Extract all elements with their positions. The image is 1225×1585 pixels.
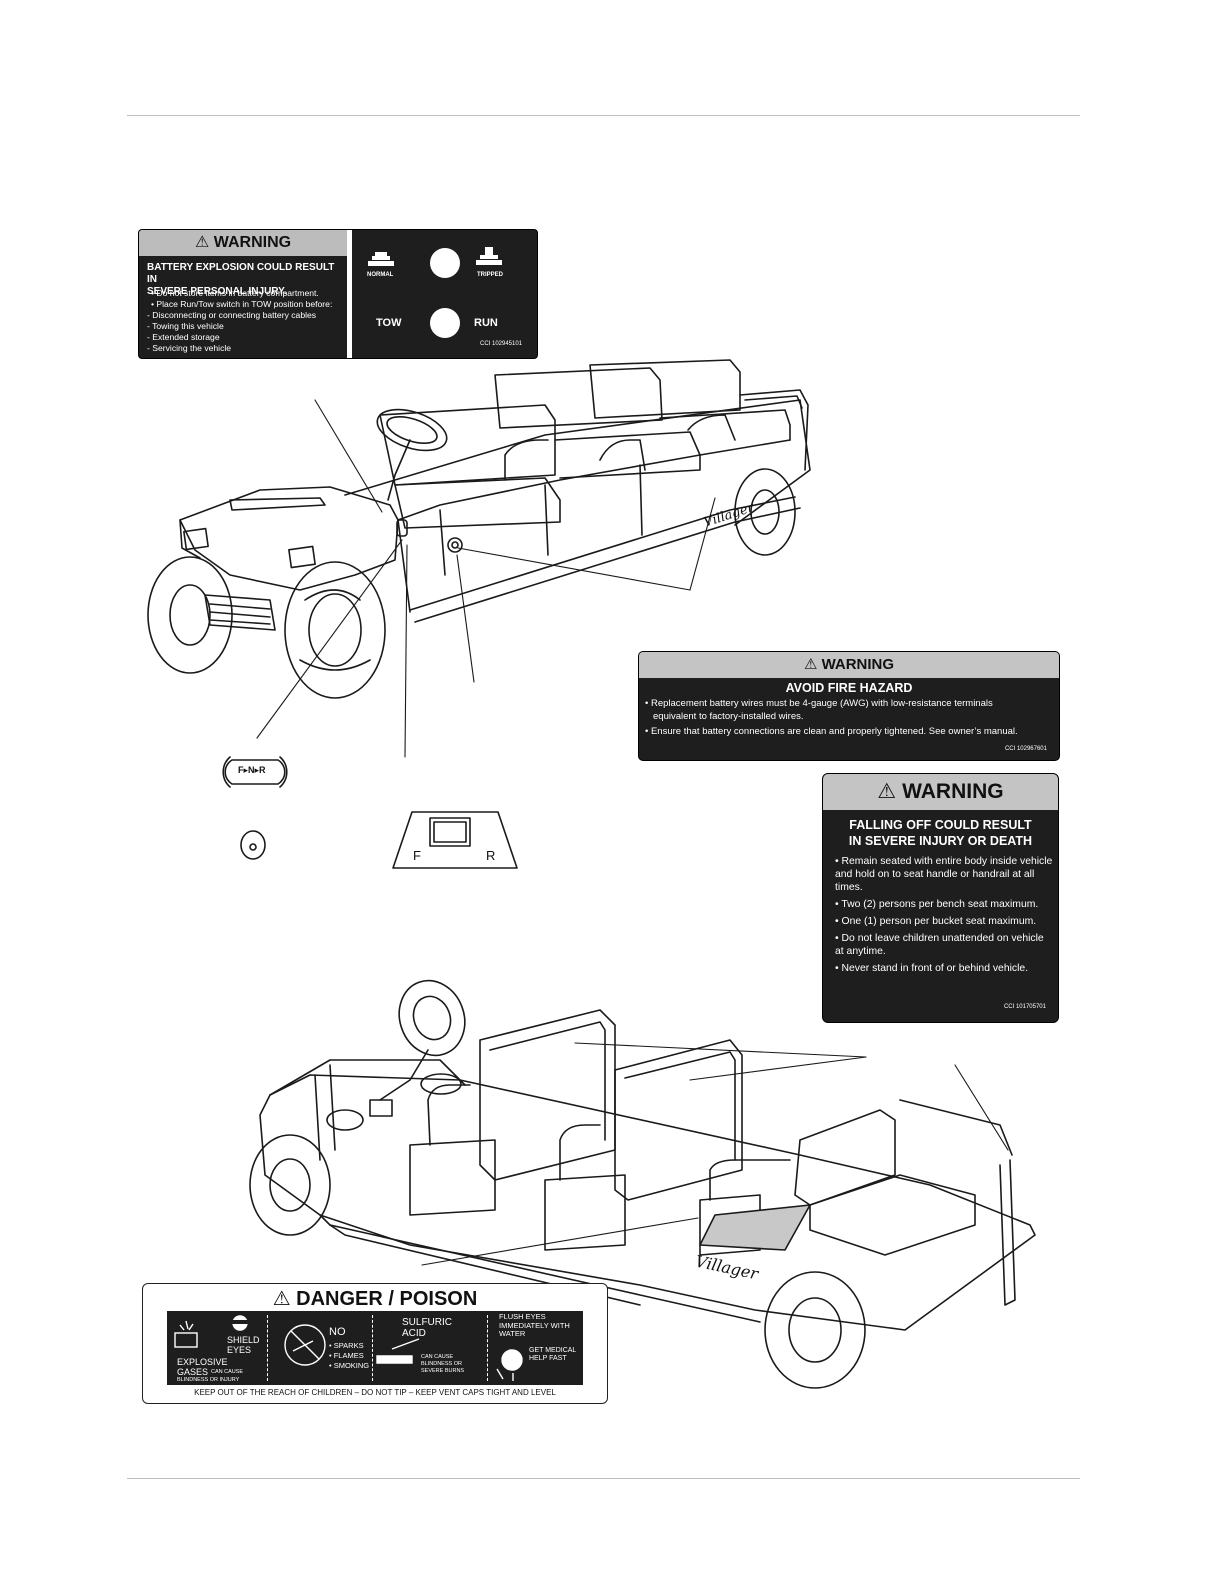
top-cart-illustration (147, 359, 811, 699)
tripped-breaker-icon (476, 247, 502, 265)
fire-bullet-continued: equivalent to factory-installed wires. (653, 711, 804, 722)
label-divider (347, 230, 352, 358)
battery-warning-label: ⚠ WARNING BATTERY EXPLOSION COULD RESULT… (138, 229, 538, 359)
battery-bullet: • Place Run/Tow switch in TOW position b… (151, 299, 333, 309)
fall-item: • Do not leave children unattended on ve… (835, 933, 1044, 957)
battery-sub-bullet: - Disconnecting or connecting battery ca… (147, 310, 317, 320)
shield-eyes-text: SHIELD EYES (227, 1335, 260, 1355)
battery-bullet: • Do not store items in battery compartm… (151, 288, 319, 298)
fire-bullet: • Ensure that battery connections are cl… (645, 726, 1018, 737)
reverse-label: R (486, 848, 496, 863)
danger-footer: KEEP OUT OF THE REACH OF CHILDREN – DO N… (194, 1388, 556, 1397)
normal-label: NORMAL (367, 272, 394, 278)
fire-warning-subtitle: AVOID FIRE HAZARD (785, 681, 913, 695)
danger-title: ⚠ DANGER / POISON (143, 1286, 607, 1311)
forward-reverse-panel-icon (392, 811, 518, 869)
battery-warning-text-panel: ⚠ WARNING BATTERY EXPLOSION COULD RESULT… (139, 230, 347, 358)
fall-subtitle-line-1: FALLING OFF COULD RESULT (849, 818, 1032, 832)
key-switch-icon (240, 830, 266, 860)
battery-headline-line-1: BATTERY EXPLOSION COULD RESULT IN (147, 262, 335, 285)
fall-item: • Two (2) persons per bench seat maximum… (835, 899, 1039, 910)
sulfuric-text: SULFURIC (402, 1317, 453, 1328)
battery-label-code: CCI 102945101 (480, 341, 523, 347)
fall-subtitle-line-2: IN SEVERE INJURY OR DEATH (848, 834, 1033, 848)
fnr-selector-text: F▸N▸R (238, 765, 266, 775)
no-sparks-text: • SPARKS (329, 1341, 364, 1350)
eye-wash-icon (496, 1349, 523, 1381)
warning-triangle-icon: ⚠ (803, 656, 818, 673)
tow-label: TOW (376, 317, 402, 329)
fire-bullet: • Replacement battery wires must be 4-ga… (645, 698, 993, 709)
battery-warning-header: ⚠ WARNING (139, 230, 347, 256)
top-rule (127, 115, 1080, 116)
fall-warning-subtitle: FALLING OFF COULD RESULT IN SEVERE INJUR… (823, 817, 1058, 849)
run-tow-switch-circle (430, 308, 460, 338)
get-medical-help-text: GET MEDICAL HELP FAST (529, 1347, 577, 1362)
danger-pictograms (174, 1315, 523, 1381)
fall-item: • Remain seated with entire body inside … (835, 856, 1053, 893)
fall-warning-items: • Remain seated with entire body inside … (835, 855, 1055, 979)
battery-sub-bullet: - Towing this vehicle (147, 321, 224, 331)
top-cart-leader-lines (256, 399, 716, 758)
normal-breaker-icon (368, 252, 394, 266)
fire-hazard-warning-label: ⚠ WARNING AVOID FIRE HAZARD • Replacemen… (638, 651, 1060, 761)
forward-label: F (413, 848, 421, 863)
no-smoking-text: • SMOKING (329, 1361, 370, 1370)
run-label: RUN (474, 317, 498, 329)
fire-warning-header-text: WARNING (821, 656, 895, 673)
explosive-text: EXPLOSIVE (177, 1357, 228, 1367)
goggles-face-icon (232, 1315, 248, 1331)
fire-label-code: CCI 102967601 (1004, 746, 1047, 752)
fall-label-code: CCI 101705701 (1003, 1004, 1046, 1010)
fire-warning-header: ⚠ WARNING (639, 652, 1059, 678)
battery-switch-panel: NORMAL TRIPPED TOW RUN CCI 102945101 (352, 230, 537, 358)
warning-triangle-icon: ⚠ (194, 234, 210, 251)
blindness-injury-text: BLINDNESS OR INJURY (177, 1377, 240, 1383)
panel-divider (372, 1315, 373, 1381)
tripped-label: TRIPPED (477, 272, 504, 278)
fnr-selector-icon (222, 756, 288, 788)
fall-warning-header: ⚠ WARNING (823, 774, 1058, 810)
warning-triangle-icon: ⚠ (877, 780, 897, 803)
fall-item: • Never stand in front of or behind vehi… (835, 963, 1029, 974)
battery-sub-bullet: - Servicing the vehicle (147, 343, 232, 353)
no-text: NO (329, 1326, 346, 1338)
battery-warning-headline: BATTERY EXPLOSION COULD RESULT IN SEVERE… (147, 262, 342, 298)
battery-explosion-icon (174, 1320, 198, 1348)
bottom-cart-illustration (249, 979, 1036, 1389)
danger-pictogram-panel: SHIELD EYES EXPLOSIVE GASES CAN CAUSE BL… (167, 1311, 583, 1385)
panel-divider (487, 1315, 488, 1381)
can-cause-text: CAN CAUSE (211, 1369, 244, 1375)
panel-divider (267, 1315, 268, 1381)
danger-poison-label: ⚠ DANGER / POISON SHIELD EYES EXPLOSIVE … (142, 1283, 608, 1404)
acid-text: ACID (402, 1328, 426, 1339)
breaker-button-circle (430, 248, 460, 278)
gases-text: GASES (177, 1367, 209, 1377)
warning-triangle-icon: ⚠ (272, 1288, 291, 1310)
battery-sub-bullet: - Extended storage (147, 332, 220, 342)
fall-warning-header-text: WARNING (902, 780, 1004, 803)
bottom-cart-leader-lines (421, 1042, 1009, 1266)
battery-warning-bullets: • Do not store items in battery compartm… (147, 288, 347, 354)
danger-title-text: DANGER / POISON (296, 1288, 478, 1310)
no-smoking-icon (284, 1324, 326, 1366)
no-flames-text: • FLAMES (329, 1351, 364, 1360)
battery-headline-line-2: SEVERE PERSONAL INJURY. (147, 286, 287, 297)
acid-burn-icon (376, 1338, 420, 1364)
fall-item: • One (1) person per bucket seat maximum… (835, 916, 1037, 927)
acid-effects-text: CAN CAUSE BLINDNESS OR SEVERE BURNS (421, 1354, 465, 1374)
flush-eyes-text: FLUSH EYES IMMEDIATELY WITH WATER (499, 1312, 570, 1338)
bottom-rule (127, 1478, 1080, 1479)
battery-warning-header-text: WARNING (213, 234, 292, 251)
switch-icons-graphic (368, 247, 502, 266)
falling-warning-label: ⚠ WARNING FALLING OFF COULD RESULT IN SE… (822, 773, 1059, 1023)
